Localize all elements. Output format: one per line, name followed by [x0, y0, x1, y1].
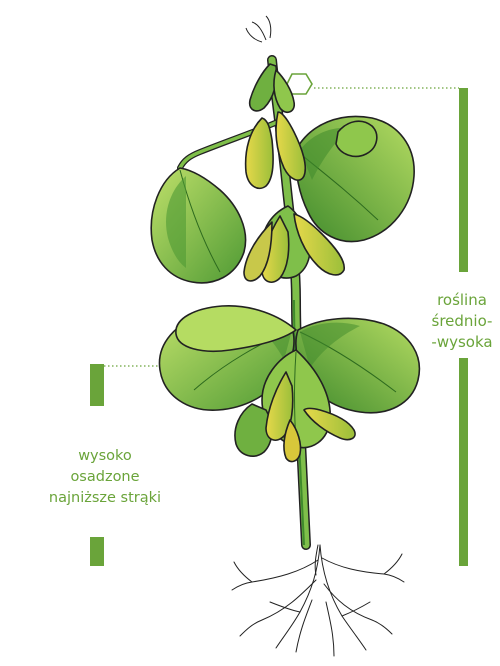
roots — [232, 545, 404, 656]
lowest-pods-line-2: osadzone — [44, 467, 166, 488]
plant-height-line-3: -wysoka — [424, 332, 500, 353]
lowest-pods-line-3: najniższe strąki — [44, 488, 166, 509]
pods-bar-top — [90, 364, 104, 406]
pods-bar-bottom — [90, 537, 104, 566]
lowest-pods-label: wysoko osadzone najniższe strąki — [44, 446, 166, 509]
height-bar-bottom — [459, 358, 468, 566]
plant-height-line-1: roślina — [424, 290, 500, 311]
height-bar-top — [459, 88, 468, 272]
plant-height-line-2: średnio- — [424, 311, 500, 332]
plant-height-label: roślina średnio- -wysoka — [424, 290, 500, 353]
lowest-pods-line-1: wysoko — [44, 446, 166, 467]
